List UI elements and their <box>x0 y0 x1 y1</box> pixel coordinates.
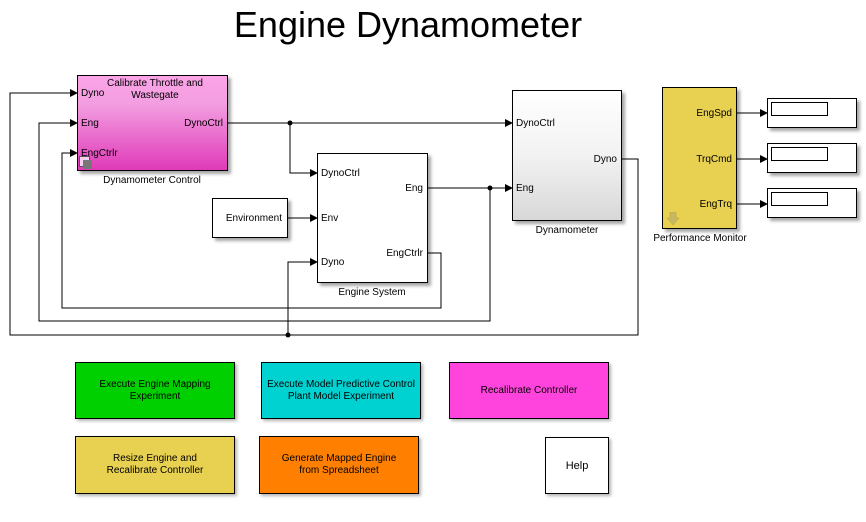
block-label: Engine System <box>338 287 406 298</box>
dynamometer-control-block[interactable]: Calibrate Throttle and Wastegate Dyno En… <box>77 75 228 171</box>
port-dynoctrl: DynoCtrl <box>516 118 555 129</box>
generate-mapped-engine-button[interactable]: Generate Mapped Engine from Spreadsheet <box>259 436 419 494</box>
recalibrate-controller-button[interactable]: Recalibrate Controller <box>449 362 609 419</box>
port-dynoctrl: DynoCtrl <box>184 118 223 129</box>
display-engspd[interactable] <box>767 98 857 128</box>
execute-mpc-experiment-button[interactable]: Execute Model Predictive Control Plant M… <box>261 362 421 419</box>
environment-block[interactable]: Environment <box>212 198 288 238</box>
display-value-field <box>771 102 828 116</box>
execute-engine-mapping-button[interactable]: Execute Engine Mapping Experiment <box>75 362 235 419</box>
port-eng: Eng <box>405 183 423 194</box>
port-engctrlr: EngCtrlr <box>81 148 118 159</box>
arrow-down-icon <box>666 212 680 226</box>
block-label: Dynamometer <box>535 225 599 236</box>
model-title: Engine Dynamometer <box>233 4 583 45</box>
display-value-field <box>771 147 828 161</box>
port-engtrq: EngTrq <box>699 199 732 210</box>
help-button[interactable]: Help <box>545 437 609 494</box>
line-dyno-to-engine <box>287 258 318 335</box>
block-label: Performance Monitor <box>653 233 747 244</box>
button-label: Recalibrate Controller <box>480 384 578 396</box>
port-engctrlr: EngCtrlr <box>386 248 423 259</box>
button-label: Execute Engine Mapping Experiment <box>99 378 211 402</box>
port-env: Env <box>321 213 339 224</box>
line-eng-feedback <box>38 119 491 322</box>
block-inner-title: Calibrate Throttle and Wastegate <box>107 78 203 101</box>
button-label: Help <box>565 459 589 472</box>
environment-text: Environment <box>225 212 282 224</box>
button-label: Generate Mapped Engine from Spreadsheet <box>281 453 397 476</box>
port-eng: Eng <box>516 183 534 194</box>
junction-dot <box>285 332 291 338</box>
display-trqcmd[interactable] <box>767 143 857 173</box>
port-dyno: Dyno <box>81 88 105 99</box>
subsystem-link-icon <box>79 156 93 170</box>
display-engtrq[interactable] <box>767 188 857 218</box>
port-trqcmd: TrqCmd <box>696 154 732 165</box>
port-dynoctrl: DynoCtrl <box>321 168 360 179</box>
port-dyno: Dyno <box>321 257 345 268</box>
performance-monitor-block[interactable]: EngSpd TrqCmd EngTrq <box>662 87 737 229</box>
button-label: Resize Engine and Recalibrate Controller <box>106 453 204 476</box>
line-dyno-feedback <box>9 89 639 336</box>
button-label: Execute Model Predictive Control Plant M… <box>267 378 415 402</box>
engine-system-block[interactable]: DynoCtrl Env Dyno Eng EngCtrlr <box>317 153 428 283</box>
resize-engine-button[interactable]: Resize Engine and Recalibrate Controller <box>75 436 235 494</box>
display-value-field <box>771 192 828 206</box>
junction-dot <box>487 185 493 191</box>
dynamometer-block[interactable]: DynoCtrl Eng Dyno <box>512 90 622 221</box>
port-engspd: EngSpd <box>696 108 732 119</box>
block-label: Dynamometer Control <box>103 175 201 186</box>
port-dyno: Dyno <box>593 154 617 165</box>
line-engctrlr-feedback <box>61 149 442 309</box>
line-dynoctrl-to-engine <box>289 123 318 177</box>
port-eng: Eng <box>81 118 99 129</box>
junction-dot <box>287 120 293 126</box>
